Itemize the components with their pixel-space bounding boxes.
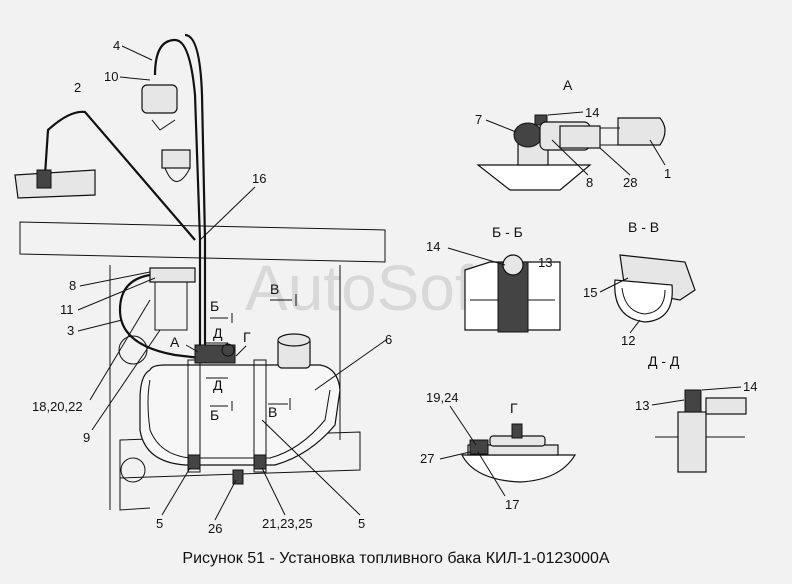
callout-label: 2 (74, 80, 81, 95)
callout-label: 7 (475, 112, 482, 127)
bracket-block (149, 267, 196, 331)
callout-label: 14 (743, 379, 757, 394)
callout-label: А (170, 334, 180, 350)
callout-label: 3 (67, 323, 74, 338)
view-g: Г 19,24 27 17 (420, 390, 577, 512)
callout-label: 21,23,25 (262, 516, 313, 531)
callout-label: 13 (635, 398, 649, 413)
section-b-b: Б - Б 14 13 (426, 224, 561, 333)
section-markers: А Б В Д Г Д Б В (170, 281, 297, 423)
callout-label: Б (210, 407, 219, 423)
callout-label: 13 (538, 255, 552, 270)
callout-label: 1 (664, 166, 671, 181)
callout-label: 28 (623, 175, 637, 190)
callout-label: 4 (113, 38, 120, 53)
callout-label: А (563, 77, 573, 93)
watermark: AutoSoft (245, 252, 491, 324)
fuel-tank (139, 333, 341, 466)
callout-label: 5 (156, 516, 163, 531)
callout-label: В (268, 404, 277, 420)
callout-label: Б (210, 298, 219, 314)
callout-label: 19,24 (426, 390, 459, 405)
callout-label: 9 (83, 430, 90, 445)
callout-label: Д - Д (648, 353, 680, 369)
figure-caption: Рисунок 51 - Установка топливного бака К… (182, 550, 609, 567)
callout-label: 16 (252, 171, 266, 186)
callout-label: 5 (358, 516, 365, 531)
callout-label: 17 (505, 497, 519, 512)
main-callouts: 4 10 2 16 8 11 3 18,20,22 9 6 5 26 21,23… (32, 38, 392, 536)
filter-top (141, 84, 191, 182)
callout-label: 18,20,22 (32, 399, 83, 414)
pump-left (14, 169, 96, 199)
callout-label: В - В (628, 219, 659, 235)
callout-label: 11 (60, 302, 74, 317)
callout-label: 8 (586, 175, 593, 190)
frame-beam-upper (19, 221, 386, 263)
section-v-v: В - В 15 12 (583, 219, 696, 348)
callout-label: Д (213, 325, 223, 341)
callout-label: 15 (583, 285, 597, 300)
callout-label: 6 (385, 332, 392, 347)
callout-label: 14 (426, 239, 440, 254)
callout-label: Б - Б (492, 224, 523, 240)
callout-label: 10 (104, 69, 118, 84)
callout-label: В (270, 281, 279, 297)
section-d-d: Д - Д 13 14 (635, 353, 757, 473)
callout-label: 12 (621, 333, 635, 348)
callout-label: 26 (208, 521, 222, 536)
view-a: А 14 7 8 28 1 (475, 77, 671, 191)
fitting-cluster (194, 343, 236, 364)
callout-label: 27 (420, 451, 434, 466)
callout-label: 8 (69, 278, 76, 293)
fuel-lines (43, 33, 207, 360)
callout-label: Г (243, 329, 251, 345)
tank-straps (187, 359, 267, 485)
callout-label: Д (213, 377, 223, 393)
callout-label: Г (510, 400, 518, 416)
callout-label: 14 (585, 105, 599, 120)
